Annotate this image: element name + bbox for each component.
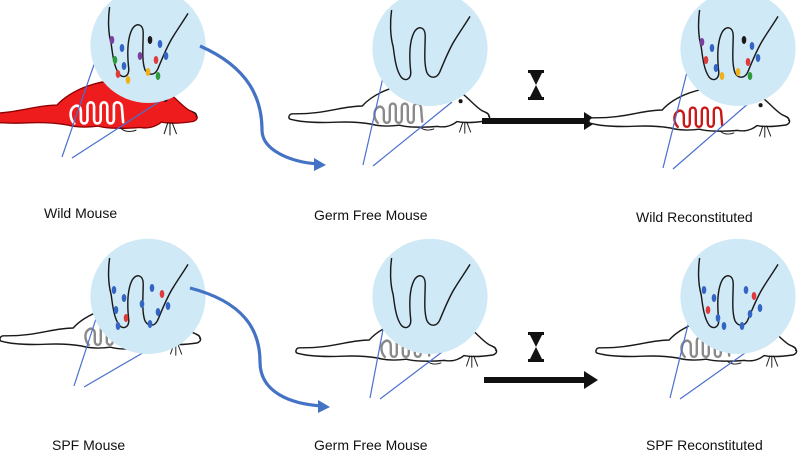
villus-bubble-spf: [90, 238, 206, 354]
label-germ-free-bottom: Germ Free Mouse: [314, 437, 428, 453]
bubble: [680, 238, 796, 354]
arrow-right-icon: [484, 371, 598, 389]
bubble: [372, 238, 488, 354]
microbes-wild: [109, 36, 169, 84]
transfer-arrowhead-top: [314, 158, 326, 171]
label-spf-mouse: SPF Mouse: [52, 437, 125, 453]
villus-bubble-germ-free-bottom: [372, 238, 488, 354]
label-wild-mouse: Wild Mouse: [44, 205, 117, 221]
label-spf-reconstituted: SPF Reconstituted: [646, 437, 763, 453]
microbes-spf-reconstituted: [701, 286, 763, 330]
arrow-right-icon: [482, 112, 598, 130]
villus-bubble-germ-free-top: [372, 0, 488, 106]
villus-bubble-wild-reconstituted: [680, 0, 796, 106]
hourglass-icon: [528, 70, 544, 100]
hourglass-icon: [528, 332, 544, 362]
microbes-spf: [111, 284, 171, 330]
label-wild-reconstituted: Wild Reconstituted: [636, 209, 753, 225]
label-germ-free-top: Germ Free Mouse: [314, 207, 428, 223]
transfer-arrow-top: [199, 44, 319, 166]
bubble: [90, 238, 206, 354]
bubble: [680, 0, 796, 106]
transfer-arrow-bottom: [189, 286, 323, 408]
bubble: [372, 0, 488, 106]
transfer-arrowhead-bottom: [318, 400, 330, 413]
villus-bubble-spf-reconstituted: [680, 238, 796, 354]
microbes-wild-reconstituted: [699, 36, 761, 80]
